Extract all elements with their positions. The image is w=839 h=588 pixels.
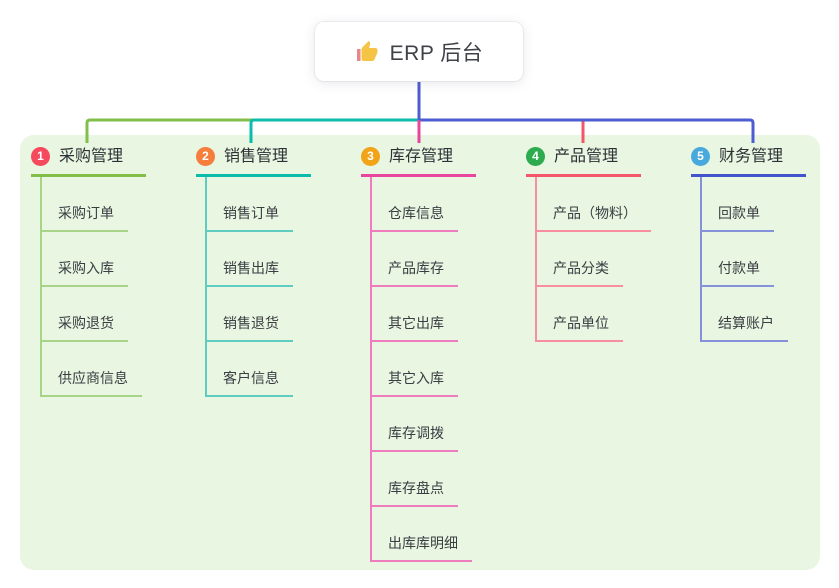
branch5-number-badge: 5 [691, 147, 710, 166]
background-panel [20, 135, 820, 570]
item-outbound-detail[interactable]: 出库库明细 [370, 526, 472, 562]
branch3-number-badge: 3 [361, 147, 380, 166]
item-payment-voucher[interactable]: 付款单 [700, 251, 774, 287]
item-receipt-voucher[interactable]: 回款单 [700, 196, 774, 232]
item-other-outbound[interactable]: 其它出库 [370, 306, 458, 342]
branch2-label: 销售管理 [224, 148, 289, 165]
item-product-unit[interactable]: 产品单位 [535, 306, 623, 342]
branch1-label: 采购管理 [59, 148, 124, 165]
item-supplier-info[interactable]: 供应商信息 [40, 361, 142, 397]
item-purchase-return[interactable]: 采购退货 [40, 306, 128, 342]
item-sales-outbound[interactable]: 销售出库 [205, 251, 293, 287]
item-product-stock[interactable]: 产品库存 [370, 251, 458, 287]
branch5-spine-line [700, 177, 702, 340]
item-sales-order[interactable]: 销售订单 [205, 196, 293, 232]
item-warehouse-info[interactable]: 仓库信息 [370, 196, 458, 232]
item-customer-info[interactable]: 客户信息 [205, 361, 293, 397]
item-purchase-order[interactable]: 采购订单 [40, 196, 128, 232]
branch4-label: 产品管理 [554, 148, 619, 165]
branch1-number-badge: 1 [31, 147, 50, 166]
root-node-title: ERP 后台 [389, 41, 484, 65]
item-sales-return[interactable]: 销售退货 [205, 306, 293, 342]
branch2-number-badge: 2 [196, 147, 215, 166]
branch4-spine-line [535, 177, 537, 340]
item-product-category[interactable]: 产品分类 [535, 251, 623, 287]
branch5-label: 财务管理 [719, 148, 784, 165]
branch-sales-management[interactable]: 2 销售管理 [196, 146, 311, 177]
thumbs-up-icon [355, 40, 379, 64]
branch-purchase-management[interactable]: 1 采购管理 [31, 146, 146, 177]
root-node[interactable]: ERP 后台 [315, 22, 523, 81]
item-other-inbound[interactable]: 其它入库 [370, 361, 458, 397]
branch-inventory-management[interactable]: 3 库存管理 [361, 146, 476, 177]
item-stock-taking[interactable]: 库存盘点 [370, 471, 458, 507]
item-purchase-inbound[interactable]: 采购入库 [40, 251, 128, 287]
branch-product-management[interactable]: 4 产品管理 [526, 146, 641, 177]
item-settlement-account[interactable]: 结算账户 [700, 306, 788, 342]
branch-finance-management[interactable]: 5 财务管理 [691, 146, 806, 177]
branch4-number-badge: 4 [526, 147, 545, 166]
branch3-spine-line [370, 177, 372, 560]
branch3-label: 库存管理 [389, 148, 454, 165]
item-product-material[interactable]: 产品（物料） [535, 196, 651, 232]
item-stock-transfer[interactable]: 库存调拨 [370, 416, 458, 452]
